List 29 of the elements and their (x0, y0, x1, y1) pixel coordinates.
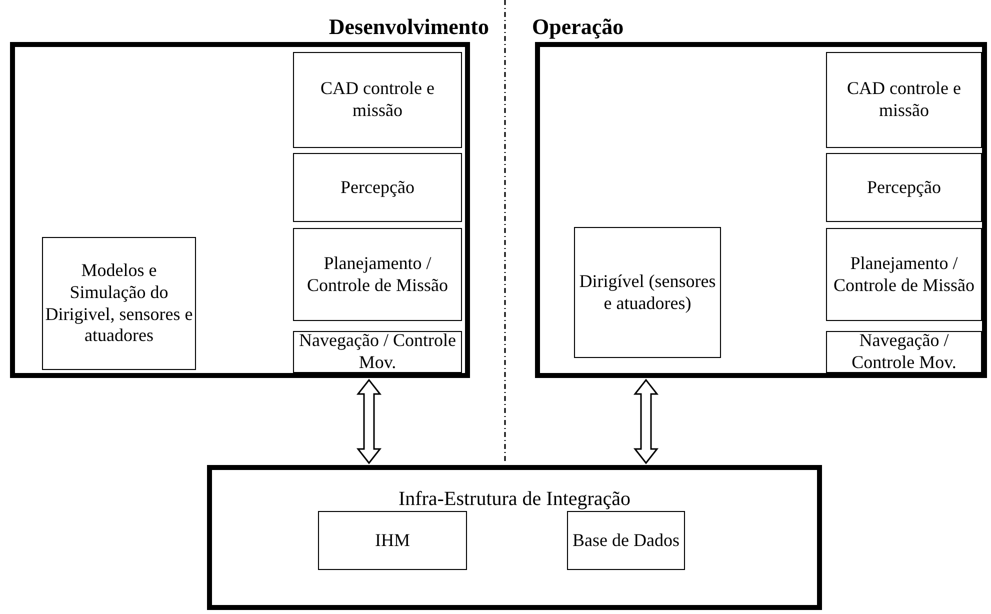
module-box (574, 227, 721, 358)
module-label: Planejamento / Controle de Missão (832, 252, 976, 296)
section-heading: Desenvolvimento (328, 14, 489, 40)
module-label: Navegação / Controle Mov. (850, 330, 958, 374)
module-label: Modelos e Simulação do Dirigivel, sensores e atuadores (44, 260, 194, 347)
module-label: CAD controle e missão (320, 78, 436, 122)
module-label: Percepção (340, 176, 416, 198)
module-label: IHM (374, 530, 411, 552)
module-box (293, 228, 462, 321)
module-box (567, 511, 685, 570)
module-box (826, 52, 982, 148)
module-box (42, 237, 196, 370)
container-box (207, 465, 822, 610)
double-arrow (633, 378, 659, 464)
module-label: Navegação / Controle Mov. (298, 330, 457, 374)
section-heading: Infra-Estrutura de Integração (397, 488, 632, 511)
module-box (826, 153, 982, 222)
double-arrow (356, 378, 382, 464)
module-box (318, 511, 467, 570)
module-box (293, 153, 462, 222)
module-label: Dirigível (sensores e atuadores) (578, 270, 717, 314)
module-label: Base de Dados (572, 530, 680, 552)
module-label: CAD controle e missão (846, 78, 962, 122)
module-label: Percepção (866, 176, 942, 198)
module-box (826, 331, 982, 373)
section-heading: Operação (532, 14, 624, 40)
module-label: Planejamento / Controle de Missão (306, 252, 449, 296)
module-box (293, 52, 462, 148)
module-box (826, 228, 982, 321)
